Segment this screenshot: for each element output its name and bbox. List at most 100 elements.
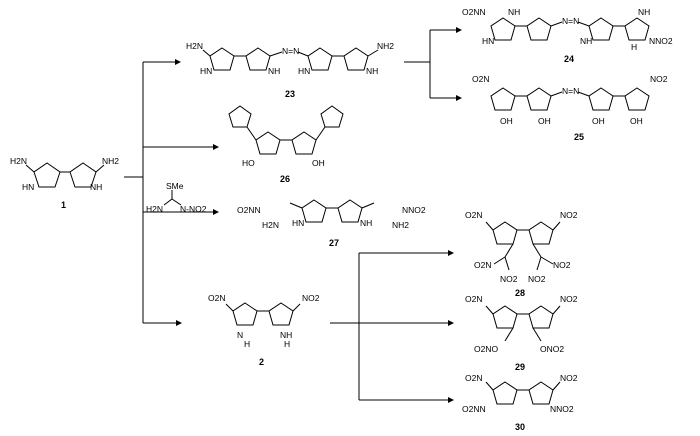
- triazole-ring: [528, 381, 554, 405]
- bond: [225, 303, 234, 312]
- triazole-ring: [588, 87, 614, 111]
- amine-label: NH2: [377, 41, 394, 51]
- h-label: H: [244, 339, 250, 349]
- bond: [532, 243, 542, 258]
- bond: [171, 198, 182, 206]
- nitramine-label: NNO2: [550, 404, 574, 414]
- hydroxy-label: OH: [592, 116, 605, 126]
- hydroxy-label: OH: [500, 116, 513, 126]
- compound-30: O2N NO2 O2NN NNO2 30: [462, 373, 578, 432]
- nitro-label: NO2: [302, 293, 320, 303]
- compound-29: O2N NO2 O2NO ONO2 29: [465, 294, 578, 372]
- h-label: H: [284, 339, 290, 349]
- nitro-label: NO2: [500, 274, 518, 284]
- nh-label: NH: [366, 66, 378, 76]
- triazole-ring: [526, 17, 552, 41]
- bond: [550, 91, 563, 97]
- nitro-label: NO2: [560, 294, 578, 304]
- amine-label: H2N: [186, 41, 203, 51]
- hydroxy-label: OH: [538, 116, 551, 126]
- compound-number: 29: [515, 362, 525, 372]
- triazole-ring: [526, 87, 552, 111]
- triazole-ring: [69, 162, 97, 188]
- azo-label: N=N: [562, 86, 579, 96]
- compound-2: O2N NO2 N NH H H 2: [208, 293, 320, 367]
- compound-number: 24: [564, 54, 574, 64]
- methylthio-label: SMe: [166, 181, 184, 191]
- nitramine-label: O2NN: [237, 205, 261, 215]
- nitro-label: NO2: [560, 373, 578, 383]
- nitro-label: NO2: [528, 274, 546, 284]
- bond: [540, 256, 554, 265]
- compound-number: 23: [285, 89, 295, 99]
- bond: [25, 164, 35, 173]
- nh-label: HN: [292, 218, 304, 228]
- triazole-ring: [492, 381, 518, 405]
- bond: [552, 381, 561, 391]
- triazole-ring: [209, 47, 235, 71]
- amine-label: H2N: [10, 156, 27, 166]
- hydroxy-label: OH: [630, 116, 643, 126]
- bond: [269, 51, 283, 57]
- bond: [536, 256, 542, 271]
- compound-28: O2N NO2 O2N NO2 NO2 NO2 28: [465, 210, 578, 298]
- bond: [246, 126, 257, 141]
- azo-label: N=N: [282, 46, 299, 56]
- nitramine-label: NNO2: [649, 36, 673, 46]
- nh-label: HN: [22, 182, 34, 192]
- nitrate-label: O2NO: [474, 344, 498, 354]
- compound-number: 28: [515, 288, 525, 298]
- bond: [552, 221, 561, 231]
- bond: [202, 49, 211, 57]
- nh-label: N: [237, 330, 243, 340]
- compound-number: 25: [574, 132, 584, 142]
- triazole-ring: [624, 17, 650, 41]
- nitro-label: O2N: [472, 74, 489, 84]
- triazole-ring: [337, 199, 363, 223]
- bond: [485, 305, 494, 315]
- nh-label: HN: [200, 66, 212, 76]
- triazole-ring: [492, 305, 518, 329]
- amine-label: H2N: [262, 220, 279, 230]
- compound-number: 27: [329, 238, 339, 248]
- triazole-ring: [232, 302, 258, 326]
- bond: [289, 202, 303, 209]
- arrowhead: [448, 250, 454, 256]
- triazole-ring: [490, 87, 516, 111]
- tetrazole-ring: [320, 105, 344, 128]
- bond: [163, 198, 173, 206]
- triazole-ring: [268, 302, 294, 326]
- triazole-ring: [528, 221, 554, 245]
- tetrazole-ring: [228, 105, 252, 128]
- bond: [485, 221, 494, 231]
- arrowhead: [213, 144, 219, 150]
- nh-label: HN: [298, 66, 310, 76]
- compound-25: N=N O2N NO2 OH OH OH OH 25: [472, 74, 668, 142]
- triazole-ring: [528, 305, 554, 329]
- hydroxy-label: HO: [242, 158, 255, 168]
- bond: [95, 164, 105, 173]
- nitro-label: O2N: [465, 294, 482, 304]
- bond: [315, 126, 326, 141]
- nitro-label: O2N: [465, 373, 482, 383]
- triazole-ring: [255, 131, 281, 155]
- amine-label: H2N: [146, 204, 163, 214]
- bond: [550, 21, 563, 27]
- nh-label: HN: [482, 36, 494, 46]
- bond: [367, 49, 379, 57]
- azo-label: N=N: [562, 16, 579, 26]
- arrowhead: [448, 320, 454, 326]
- triazole-ring: [624, 87, 650, 111]
- nitro-label: O2N: [465, 210, 482, 220]
- compound-number: 2: [259, 357, 264, 367]
- nh-label: NH: [280, 330, 292, 340]
- triazole-ring: [492, 221, 518, 245]
- nh-label: NH: [638, 7, 650, 17]
- reagent-nitroisothiourea: SMe H2N N-NO2: [146, 181, 207, 214]
- branch-arrows: [124, 27, 462, 403]
- arrowhead: [456, 27, 462, 33]
- n-nitro-label: N-NO2: [180, 204, 207, 214]
- arrowhead: [176, 320, 182, 326]
